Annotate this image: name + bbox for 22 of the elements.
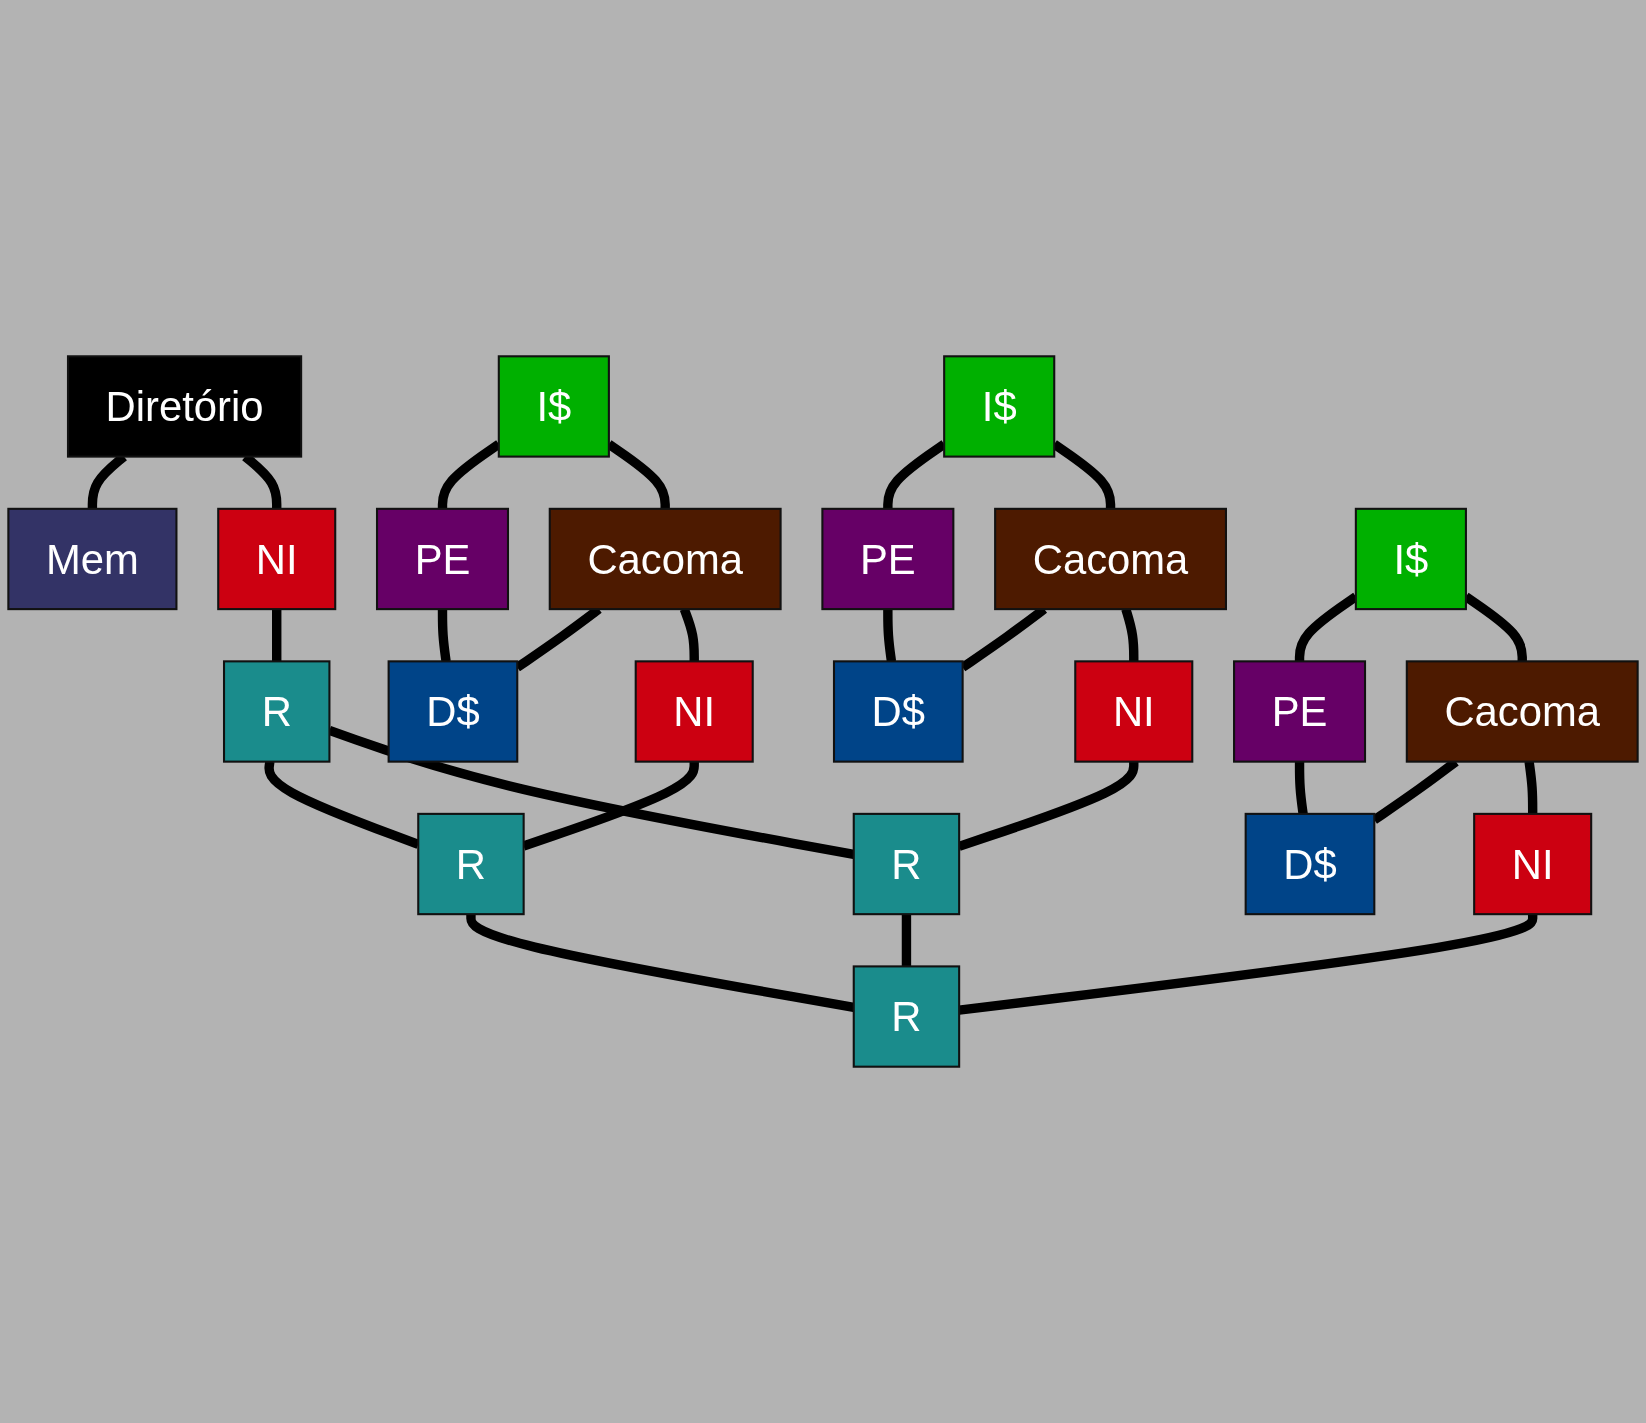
node-box: PE xyxy=(1233,660,1367,763)
node-box: PE xyxy=(821,507,955,611)
node-box: I$ xyxy=(1354,507,1467,611)
node-box: NI xyxy=(634,660,754,763)
node-box: Cacoma xyxy=(1405,660,1639,763)
node-box: D$ xyxy=(387,660,519,763)
node-box: NI xyxy=(1074,660,1194,763)
node-box: NI xyxy=(1473,812,1593,916)
node-box: Mem xyxy=(7,507,178,611)
node-box: Diretório xyxy=(66,355,303,458)
node-box: PE xyxy=(375,507,510,611)
node-box: R xyxy=(852,965,961,1068)
node-box: I$ xyxy=(497,355,610,458)
node-box: Cacoma xyxy=(548,507,782,611)
node-box: I$ xyxy=(943,355,1056,458)
node-box: R xyxy=(417,812,525,916)
node-box: R xyxy=(223,660,331,763)
node-box: R xyxy=(852,812,961,916)
node-box: Cacoma xyxy=(994,507,1227,611)
node-box: D$ xyxy=(1244,812,1376,916)
node-box: NI xyxy=(217,507,337,611)
node-box: D$ xyxy=(832,660,964,763)
